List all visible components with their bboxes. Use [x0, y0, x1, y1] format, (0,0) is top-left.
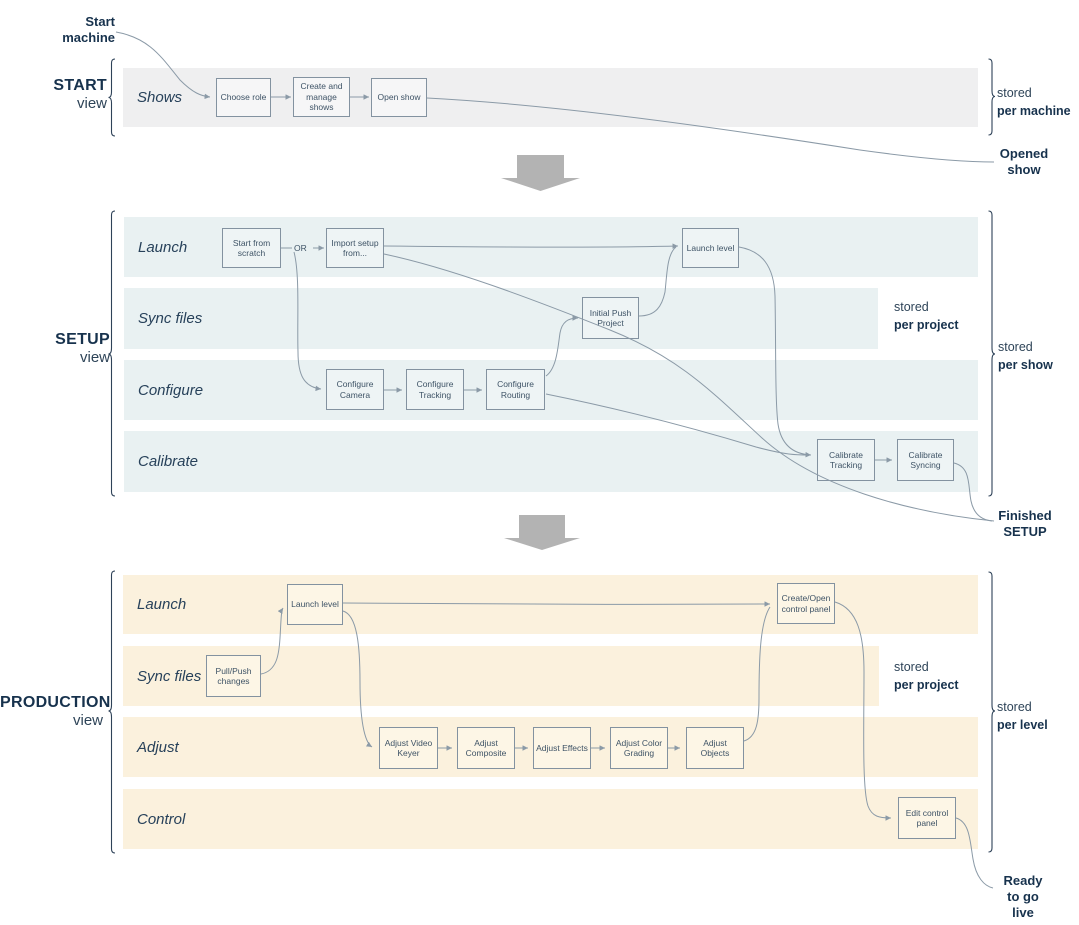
flow-box-create-open-control-panel: Create/Open control panel	[777, 583, 835, 624]
lane-setup-configure: Configure	[124, 360, 978, 420]
view-name-start: START	[53, 77, 107, 94]
flow-box-create-manage-shows: Create and manage shows	[293, 77, 350, 117]
lane-label-production-control: Control	[137, 810, 186, 828]
flow-box-adjust-composite: Adjust Composite	[457, 727, 515, 769]
section-arrow-down-2	[504, 515, 580, 550]
lane-label-production-adjust: Adjust	[137, 738, 179, 756]
flow-box-choose-role: Choose role	[216, 78, 271, 117]
annotation-opened-show: Opened show	[999, 146, 1049, 177]
flow-box-pull-push-changes: Pull/Push changes	[206, 655, 261, 697]
stored-scope: per project	[894, 318, 959, 332]
flow-box-adjust-video-keyer: Adjust Video Keyer	[379, 727, 438, 769]
lane-label-production-launch: Launch	[137, 596, 187, 613]
lane-production-launch: Launch	[123, 575, 978, 634]
flow-box-calibrate-tracking: Calibrate Tracking	[817, 439, 875, 481]
flow-box-adjust-effects: Adjust Effects	[533, 727, 591, 769]
lane-production-control: Control	[123, 789, 978, 849]
view-sub-production: view	[72, 712, 103, 729]
stored-note-per-show: stored per show	[998, 338, 1053, 374]
lane-setup-sync: Sync files	[124, 288, 878, 349]
stored-prefix: stored	[894, 660, 929, 674]
view-name-setup: SETUP	[55, 331, 110, 348]
connector-create-open-to-edit-panel	[834, 601, 892, 821]
stored-scope: per level	[997, 718, 1048, 732]
flow-box-adjust-objects: Adjust Objects	[686, 727, 744, 769]
flow-box-start-from-scratch: Start from scratch	[222, 228, 281, 268]
stored-scope: per project	[894, 678, 959, 692]
stored-prefix: stored	[894, 300, 929, 314]
stored-note-production-per-project: stored per project	[894, 658, 959, 694]
view-sub-start: view	[76, 95, 107, 112]
flow-box-production-launch-level: Launch level	[287, 584, 343, 625]
annotation-ready-to-go-live: Ready to go live	[1003, 873, 1043, 920]
flow-box-edit-control-panel: Edit control panel	[898, 797, 956, 839]
stored-note-per-machine: stored per machine	[997, 84, 1071, 120]
brace-setup-right	[988, 210, 996, 497]
stored-prefix: stored	[997, 700, 1032, 714]
view-label-start: START view	[0, 76, 107, 113]
view-name-production: PRODUCTION	[0, 694, 111, 711]
lane-label-setup-calibrate: Calibrate	[138, 453, 199, 470]
lane-label-production-sync: Sync files	[137, 667, 202, 685]
flow-box-configure-camera: Configure Camera	[326, 369, 384, 410]
flow-box-setup-launch-level: Launch level	[682, 228, 739, 268]
flow-box-initial-push-project: Initial Push Project	[582, 297, 639, 339]
stored-prefix: stored	[998, 340, 1033, 354]
flow-box-configure-tracking: Configure Tracking	[406, 369, 464, 410]
flow-box-open-show: Open show	[371, 78, 427, 117]
view-sub-setup: view	[79, 349, 110, 366]
view-label-setup: SETUP view	[0, 330, 110, 367]
stored-note-setup-per-project: stored per project	[894, 298, 959, 334]
brace-start-right	[988, 58, 996, 136]
lane-label-shows: Shows	[137, 89, 183, 106]
lane-label-setup-configure: Configure	[138, 381, 204, 399]
flow-box-configure-routing: Configure Routing	[486, 369, 545, 410]
flow-box-adjust-color-grading: Adjust Color Grading	[610, 727, 668, 769]
annotation-start-machine: Start machine	[62, 14, 115, 45]
view-label-production: PRODUCTION view	[0, 693, 111, 730]
annotation-finished-setup: Finished SETUP	[998, 508, 1052, 539]
stored-prefix: stored	[997, 86, 1032, 100]
stored-note-per-level: stored per level	[997, 698, 1048, 734]
stored-scope: per machine	[997, 104, 1071, 118]
flow-box-import-setup: Import setup from...	[326, 228, 384, 268]
brace-start-left	[108, 58, 116, 137]
lane-label-setup-sync: Sync files	[138, 310, 203, 327]
flow-box-calibrate-syncing: Calibrate Syncing	[897, 439, 954, 481]
stored-scope: per show	[998, 358, 1053, 372]
lane-label-setup-launch: Launch	[138, 238, 188, 256]
brace-production-left	[108, 570, 116, 854]
connector-launch-level-to-calibrate-tracking	[738, 246, 812, 458]
brace-production-right	[988, 571, 996, 853]
section-arrow-down-1	[501, 155, 580, 191]
or-choice-label: OR	[294, 243, 307, 253]
